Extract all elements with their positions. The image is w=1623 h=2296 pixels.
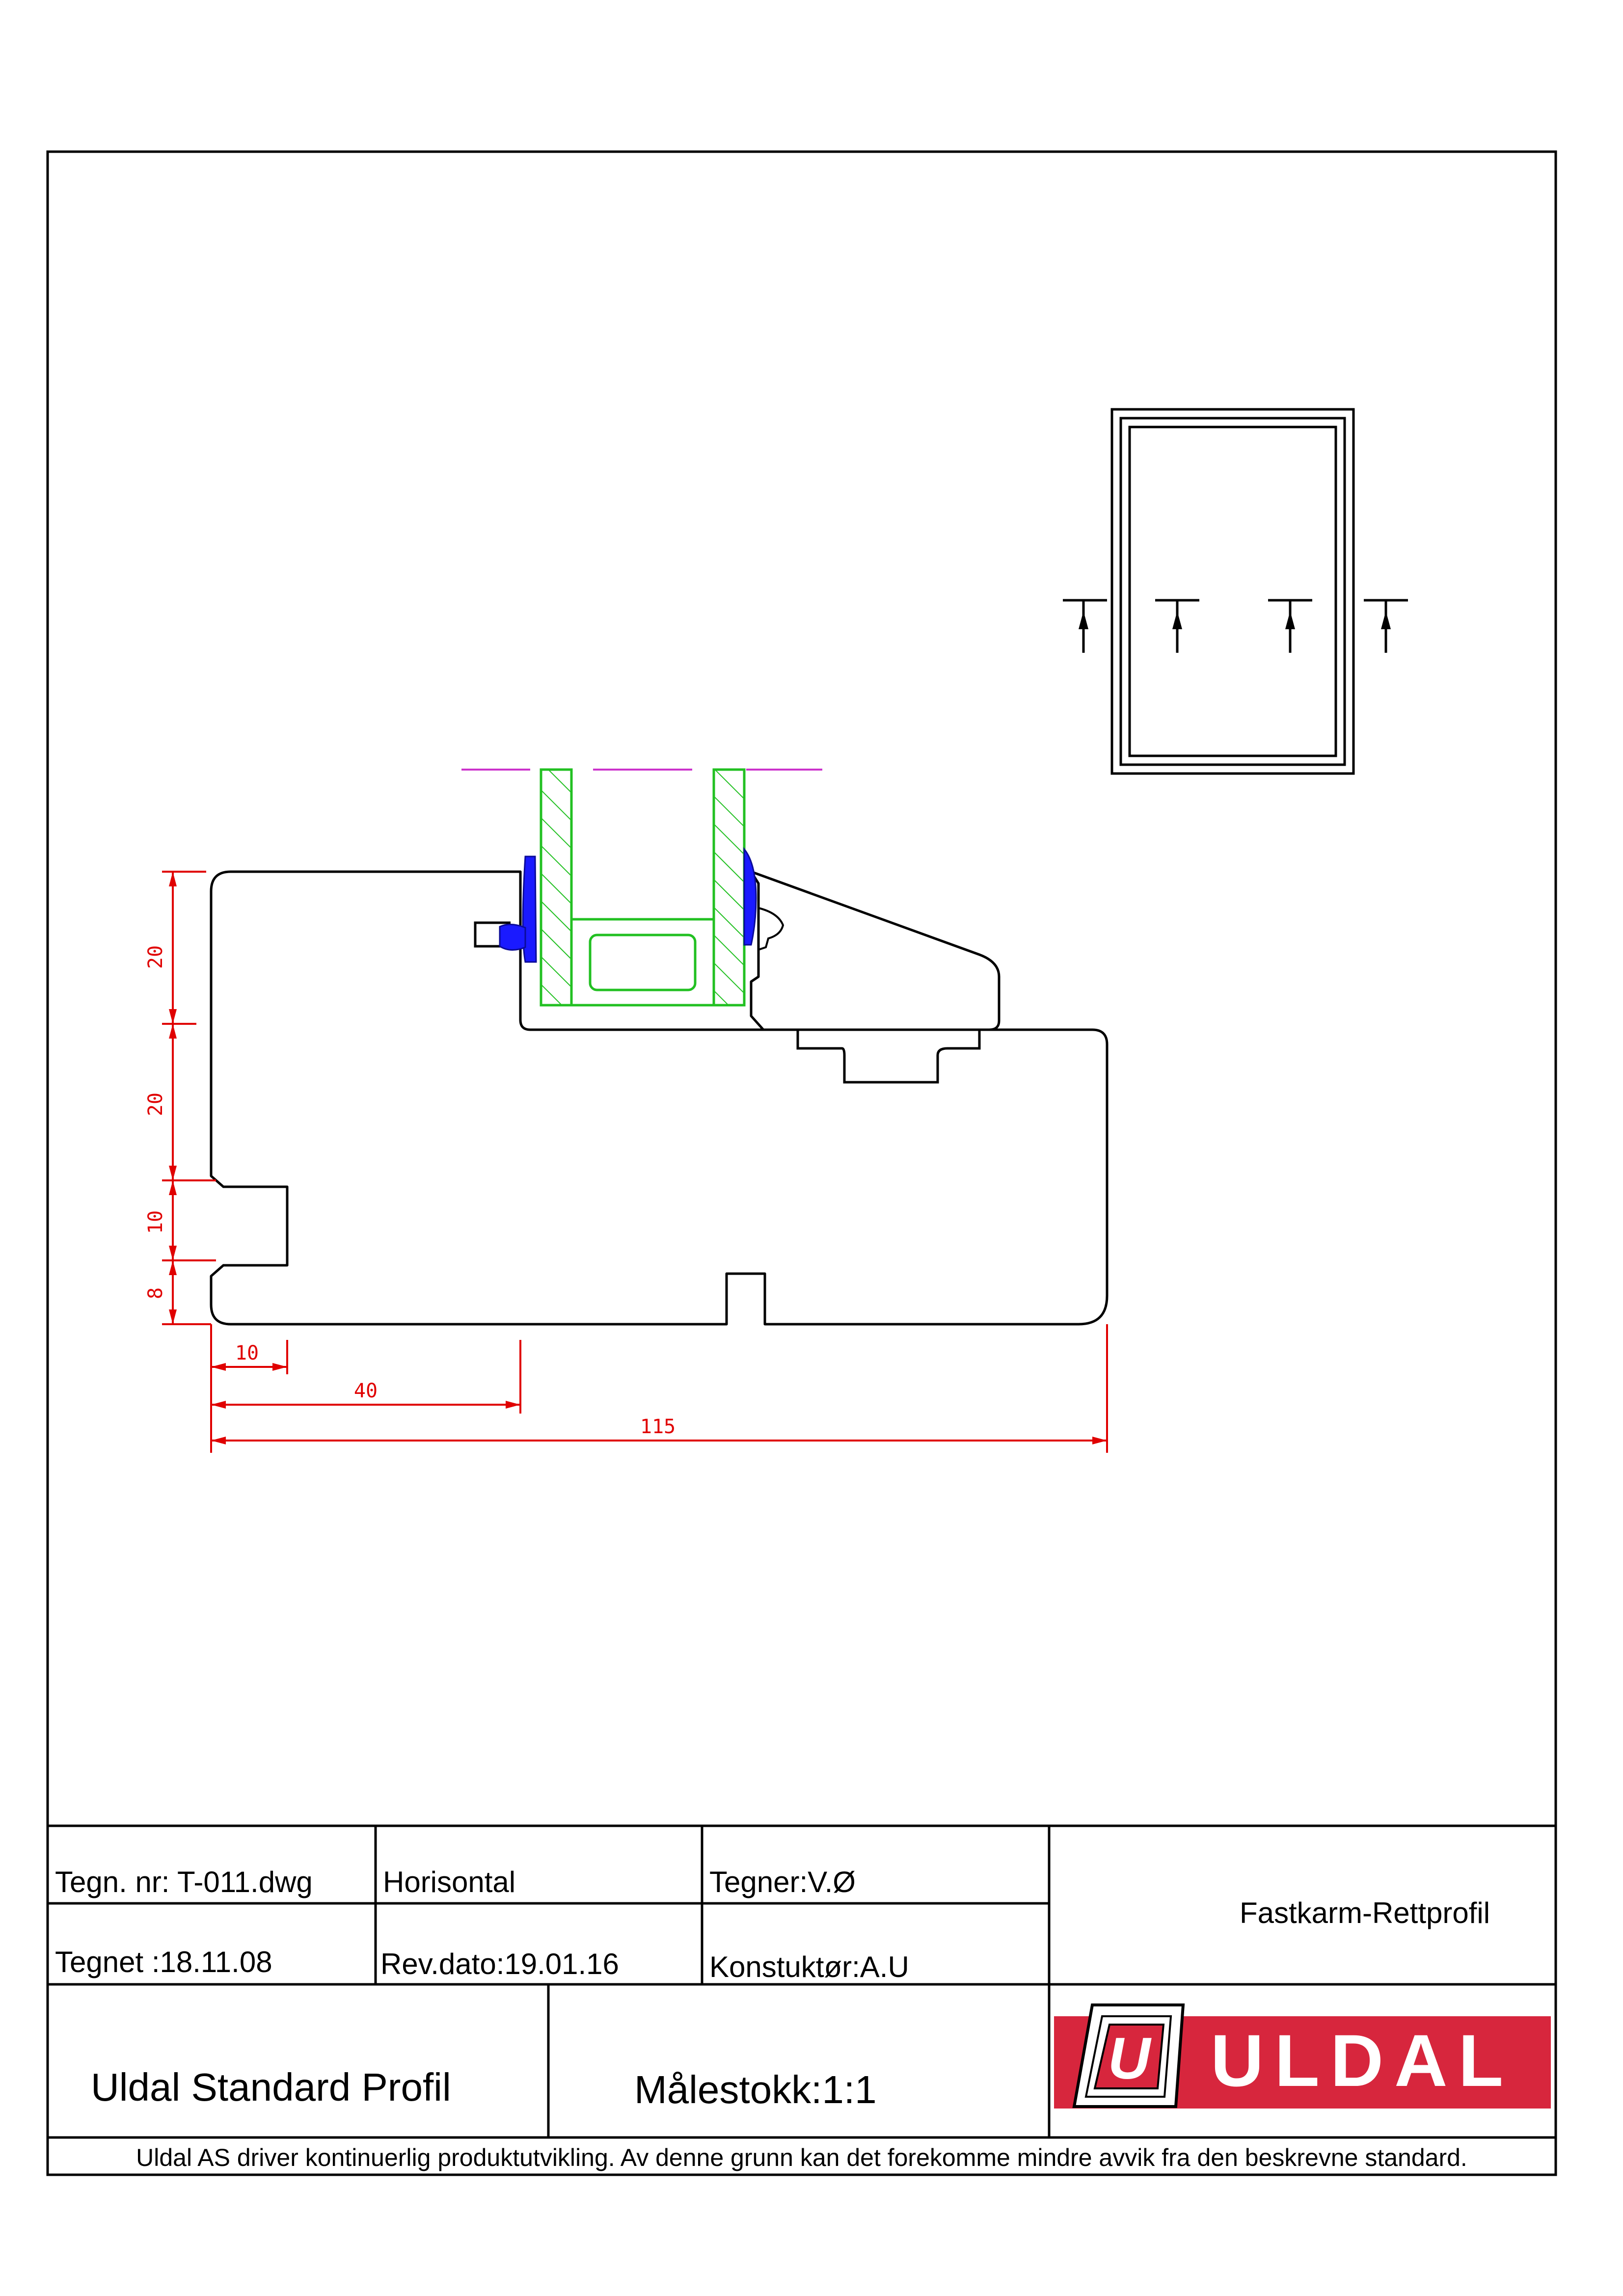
gasket-right <box>743 847 757 946</box>
window-logo-icon: U <box>1072 2003 1185 2108</box>
series-name: Uldal Standard Profil <box>91 2065 451 2109</box>
title-block <box>48 1824 1556 2139</box>
dim-115: 115 <box>640 1415 676 1438</box>
designer: Konstuktør:A.U <box>709 1950 909 1983</box>
logo-letter: U <box>1108 2026 1152 2091</box>
dimension-labels: 20 20 10 8 10 40 115 <box>144 945 676 1438</box>
uldal-logo: U ULDAL <box>1054 2003 1551 2109</box>
section-marker <box>1155 599 1199 653</box>
revision-date: Rev.dato:19.01.16 <box>380 1948 619 1980</box>
dim-8: 8 <box>144 1287 167 1299</box>
section-marker <box>1268 599 1312 653</box>
frame-profile <box>210 870 1109 1326</box>
drawing-number: Tegn. nr: T-011.dwg <box>55 1866 313 1898</box>
glass-unit <box>540 768 746 1007</box>
bead-groove <box>796 1030 981 1084</box>
brand-wordmark: ULDAL <box>1211 2019 1514 2102</box>
dim-20-mid: 20 <box>144 1093 167 1116</box>
fitting-tab <box>474 921 511 948</box>
drawn-by: Tegner:V.Ø <box>709 1866 856 1898</box>
gasket-left <box>499 855 537 963</box>
title-block-text: Tegn. nr: T-011.dwg Horisontal Tegner:V.… <box>55 1866 1490 2171</box>
dim-40: 40 <box>354 1380 378 1402</box>
section-marker <box>1364 599 1408 653</box>
disclaimer: Uldal AS driver kontinuerlig produktutvi… <box>136 2144 1467 2171</box>
dim-20-top: 20 <box>144 945 167 969</box>
orientation-label: Horisontal <box>383 1866 515 1898</box>
glazing-bead <box>750 870 1001 1031</box>
dimension-lines <box>162 871 1108 1453</box>
gasket-right-clip <box>758 907 784 951</box>
profile-name: Fastkarm-Rettprofil <box>1240 1896 1490 1929</box>
sheet-border <box>46 150 1557 2176</box>
dim-10: 10 <box>144 1210 167 1234</box>
scale: Målestokk:1:1 <box>634 2068 877 2111</box>
section-marker <box>1063 599 1107 653</box>
drawn-date: Tegnet :18.11.08 <box>55 1946 272 1978</box>
elevation-view <box>1063 408 1408 775</box>
dim-10-horizontal: 10 <box>235 1342 259 1364</box>
